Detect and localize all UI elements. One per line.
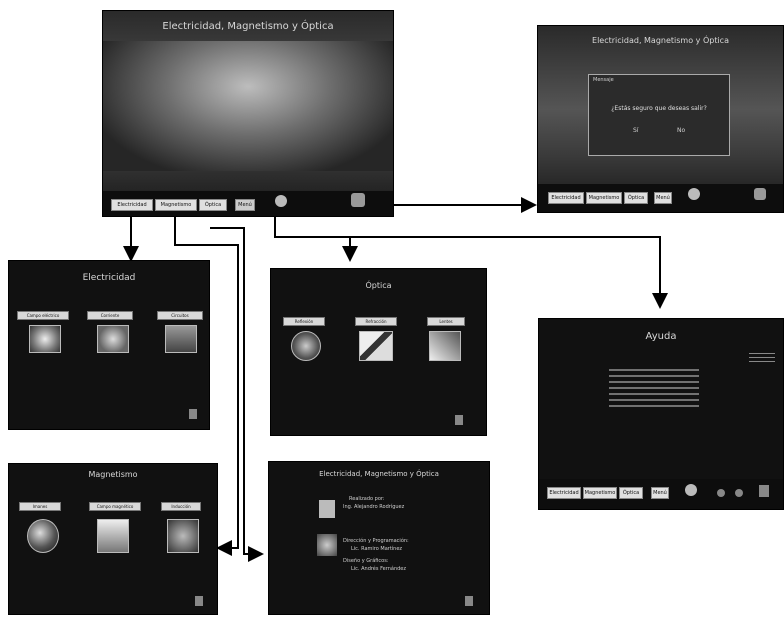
magnetismo-item-label[interactable]: Inducción (161, 502, 201, 511)
cloud-background (103, 41, 393, 171)
director-portrait (317, 534, 337, 556)
magnetismo-exit-icon[interactable] (195, 596, 203, 606)
menu-button[interactable]: Menú (235, 199, 255, 211)
exit-screen-title: Electricidad, Magnetismo y Óptica (592, 36, 729, 45)
electricidad-item-label[interactable]: Campo eléctrico (17, 311, 69, 320)
dialog-title: Mensaje (593, 77, 614, 83)
dialog-question: ¿Estás seguro que deseas salir? (611, 105, 707, 112)
optica-item-label[interactable]: Lentes (427, 317, 465, 326)
electricidad-exit-icon[interactable] (189, 409, 197, 419)
credit-line: Lic. Andrés Fernández (351, 566, 407, 572)
induction-image[interactable] (167, 519, 199, 553)
exit-magnetismo-button[interactable]: Magnetismo (586, 192, 622, 204)
magnetismo-button[interactable]: Magnetismo (155, 199, 197, 211)
credit-line: Lic. Ramiro Martínez (351, 546, 403, 552)
reflection-image[interactable] (291, 331, 321, 361)
help-side-text (749, 353, 775, 365)
optica-item-label[interactable]: Refracción (355, 317, 397, 326)
arrow-to-creditos (210, 227, 264, 562)
electricidad-item-label[interactable]: Circuitos (157, 311, 203, 320)
creditos-screen: Electricidad, Magnetismo y Óptica Realiz… (268, 461, 490, 615)
optica-screen: Óptica Reflexión Refracción Lentes (270, 268, 487, 436)
creditos-exit-icon[interactable] (465, 596, 473, 606)
exit-exit-icon[interactable] (754, 188, 766, 200)
electric-field-image[interactable] (29, 325, 61, 353)
ayuda-screen: Ayuda Electricidad Magnetismo Óptica Men… (538, 318, 784, 510)
electricidad-button[interactable]: Electricidad (111, 199, 153, 211)
creditos-title: Electricidad, Magnetismo y Óptica (319, 470, 439, 478)
ayuda-optica-button[interactable]: Óptica (619, 487, 643, 499)
circuit-image[interactable] (165, 325, 197, 353)
exit-menu-button[interactable]: Menú (654, 192, 672, 204)
electricidad-screen: Electricidad Campo eléctrico Corriente C… (8, 260, 210, 430)
magnetic-field-image[interactable] (97, 519, 129, 553)
exit-help-icon[interactable] (688, 188, 700, 200)
ayuda-title: Ayuda (645, 331, 677, 342)
exit-dialog-screen: Electricidad, Magnetismo y Óptica Mensaj… (537, 25, 784, 213)
credit-line: Dirección y Programación: (343, 538, 409, 544)
exit-dialog: Mensaje ¿Estás seguro que deseas salir? … (588, 74, 730, 156)
lens-image[interactable] (429, 331, 461, 361)
magnet-image[interactable] (27, 519, 59, 553)
exit-icon[interactable] (351, 193, 365, 207)
no-button[interactable]: No (677, 127, 686, 134)
credit-line: Realizado por: (349, 496, 385, 502)
electricidad-item-label[interactable]: Corriente (87, 311, 133, 320)
magnetismo-item-label[interactable]: Imanes (19, 502, 61, 511)
main-title: Electricidad, Magnetismo y Óptica (162, 21, 334, 32)
optica-title: Óptica (365, 281, 392, 290)
electricidad-title: Electricidad (82, 273, 136, 283)
main-screen: Electricidad, Magnetismo y Óptica Electr… (102, 10, 394, 217)
optica-exit-icon[interactable] (455, 415, 463, 425)
ayuda-menu-button[interactable]: Menú (651, 487, 669, 499)
exit-electricidad-button[interactable]: Electricidad (548, 192, 584, 204)
help-text-block (609, 369, 699, 409)
optica-button[interactable]: Óptica (199, 199, 227, 211)
arrow-to-ayuda (275, 236, 668, 309)
ayuda-help-icon[interactable] (685, 484, 697, 496)
credit-line: Diseño y Gráficos: (343, 558, 389, 564)
yes-button[interactable]: Sí (633, 127, 639, 134)
refraction-image[interactable] (359, 331, 393, 361)
forward-icon[interactable] (735, 489, 743, 497)
exit-optica-button[interactable]: Óptica (624, 192, 648, 204)
magnetismo-title: Magnetismo (88, 470, 138, 479)
credit-line: Ing. Alejandro Rodríguez (343, 504, 405, 510)
current-image[interactable] (97, 325, 129, 353)
magnetismo-item-label[interactable]: Campo magnético (89, 502, 141, 511)
optica-item-label[interactable]: Reflexión (283, 317, 325, 326)
magnetismo-screen: Magnetismo Imanes Campo magnético Inducc… (8, 463, 218, 615)
arrow-to-magnetismo (174, 215, 239, 556)
ayuda-exit-icon[interactable] (759, 485, 769, 497)
author-portrait (319, 500, 335, 518)
ayuda-electricidad-button[interactable]: Electricidad (547, 487, 581, 499)
back-icon[interactable] (717, 489, 725, 497)
ayuda-magnetismo-button[interactable]: Magnetismo (583, 487, 617, 499)
help-icon[interactable] (275, 195, 287, 207)
